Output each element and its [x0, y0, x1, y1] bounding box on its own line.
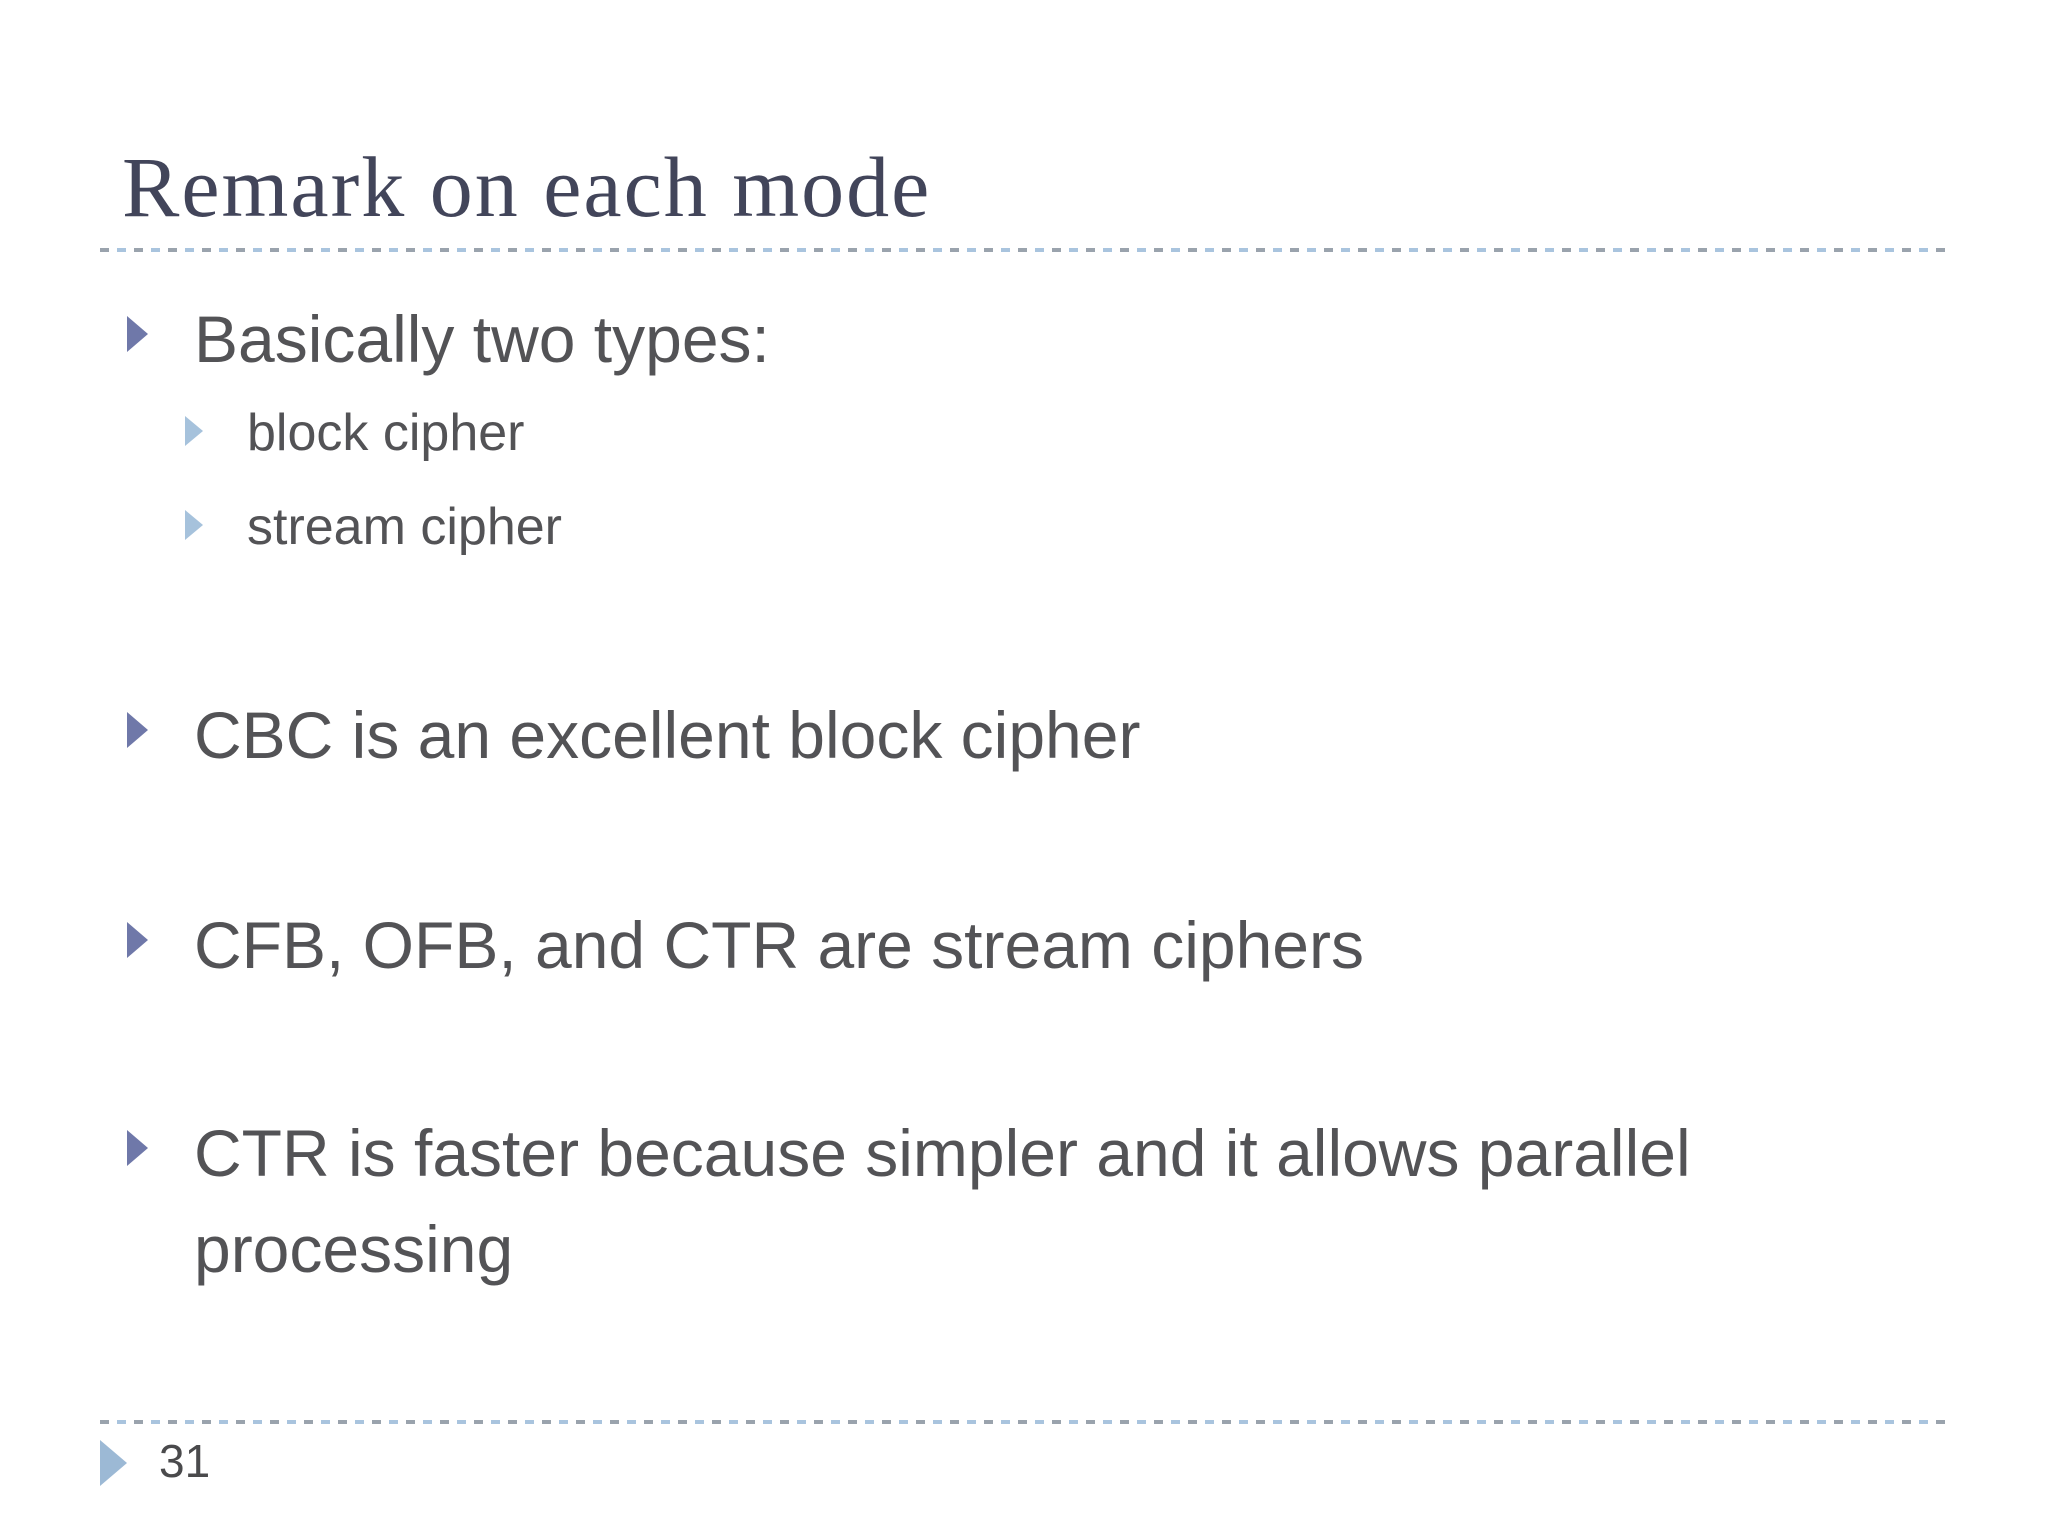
bullet-item-stream-cipher: stream cipher	[185, 492, 562, 562]
bullet-triangle-icon	[127, 712, 148, 748]
slide-title: Remark on each mode	[122, 139, 932, 235]
bullet-item-cfb-ofb-ctr: CFB, OFB, and CTR are stream ciphers	[127, 898, 1364, 994]
bullet-text: Basically two types:	[194, 302, 770, 376]
sub-bullet-triangle-icon	[185, 510, 203, 540]
title-divider-dashed-line	[100, 248, 1945, 252]
page-footer: 31	[100, 1436, 210, 1487]
bullet-item-ctr-faster: CTR is faster because simpler and it all…	[127, 1106, 1794, 1297]
bullet-item-block-cipher: block cipher	[185, 398, 524, 468]
bullet-text: CTR is faster because simpler and it all…	[194, 1116, 1691, 1286]
page-number: 31	[159, 1435, 211, 1487]
bullet-text: stream cipher	[247, 498, 562, 556]
bullet-text: CBC is an excellent block cipher	[194, 698, 1141, 772]
bullet-item-basically-two-types: Basically two types:	[127, 292, 770, 388]
bullet-triangle-icon	[127, 1130, 148, 1166]
bullet-triangle-icon	[127, 922, 148, 958]
bullet-triangle-icon	[127, 316, 148, 352]
footer-divider-dashed-line	[100, 1420, 1945, 1424]
bullet-item-cbc: CBC is an excellent block cipher	[127, 688, 1140, 784]
bullet-text: block cipher	[247, 404, 525, 462]
sub-bullet-triangle-icon	[185, 416, 203, 446]
bullet-text: CFB, OFB, and CTR are stream ciphers	[194, 908, 1364, 982]
page-marker-triangle-icon	[100, 1440, 127, 1486]
